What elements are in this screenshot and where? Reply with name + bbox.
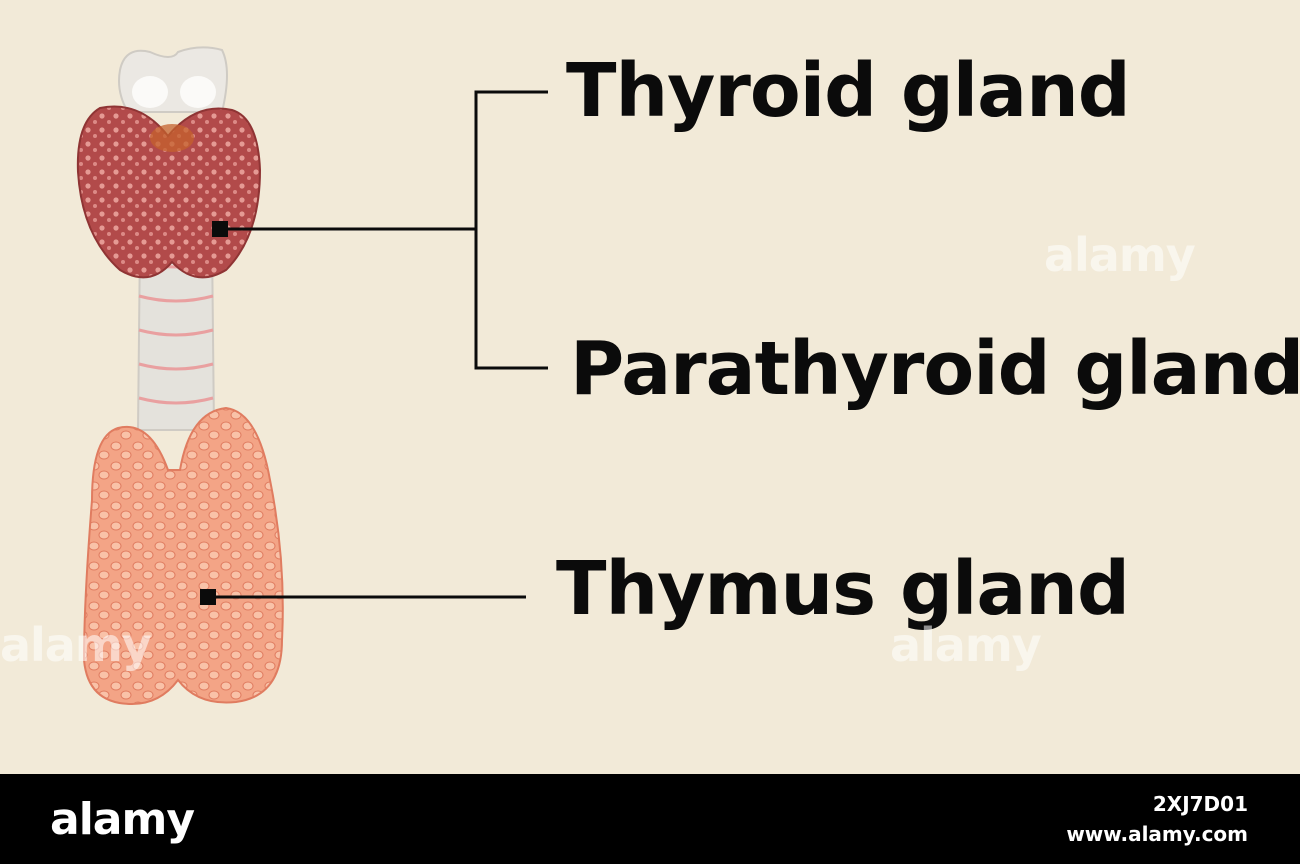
thyroid-gland-shape: [78, 107, 260, 278]
label-thyroid-gland: Thyroid gland: [566, 54, 1130, 128]
label-thymus-gland: Thymus gland: [556, 552, 1129, 626]
label-parathyroid-glands: Parathyroid glands: [570, 332, 1300, 406]
thyroid-marker-dot: [212, 221, 228, 237]
watermark-brand-overlay: alamy: [0, 618, 151, 672]
watermark-brand-overlay: alamy: [1044, 228, 1195, 282]
watermark-brand-overlay: alamy: [890, 618, 1041, 672]
watermark-brand: alamy: [50, 794, 194, 845]
larynx-cartilage: [119, 47, 227, 112]
watermark-footer-bar: alamy 2XJ7D01 www.alamy.com: [0, 774, 1300, 864]
watermark-site: www.alamy.com: [1066, 822, 1248, 846]
watermark-image-id: 2XJ7D01: [1153, 792, 1248, 816]
thymus-marker-dot: [200, 589, 216, 605]
